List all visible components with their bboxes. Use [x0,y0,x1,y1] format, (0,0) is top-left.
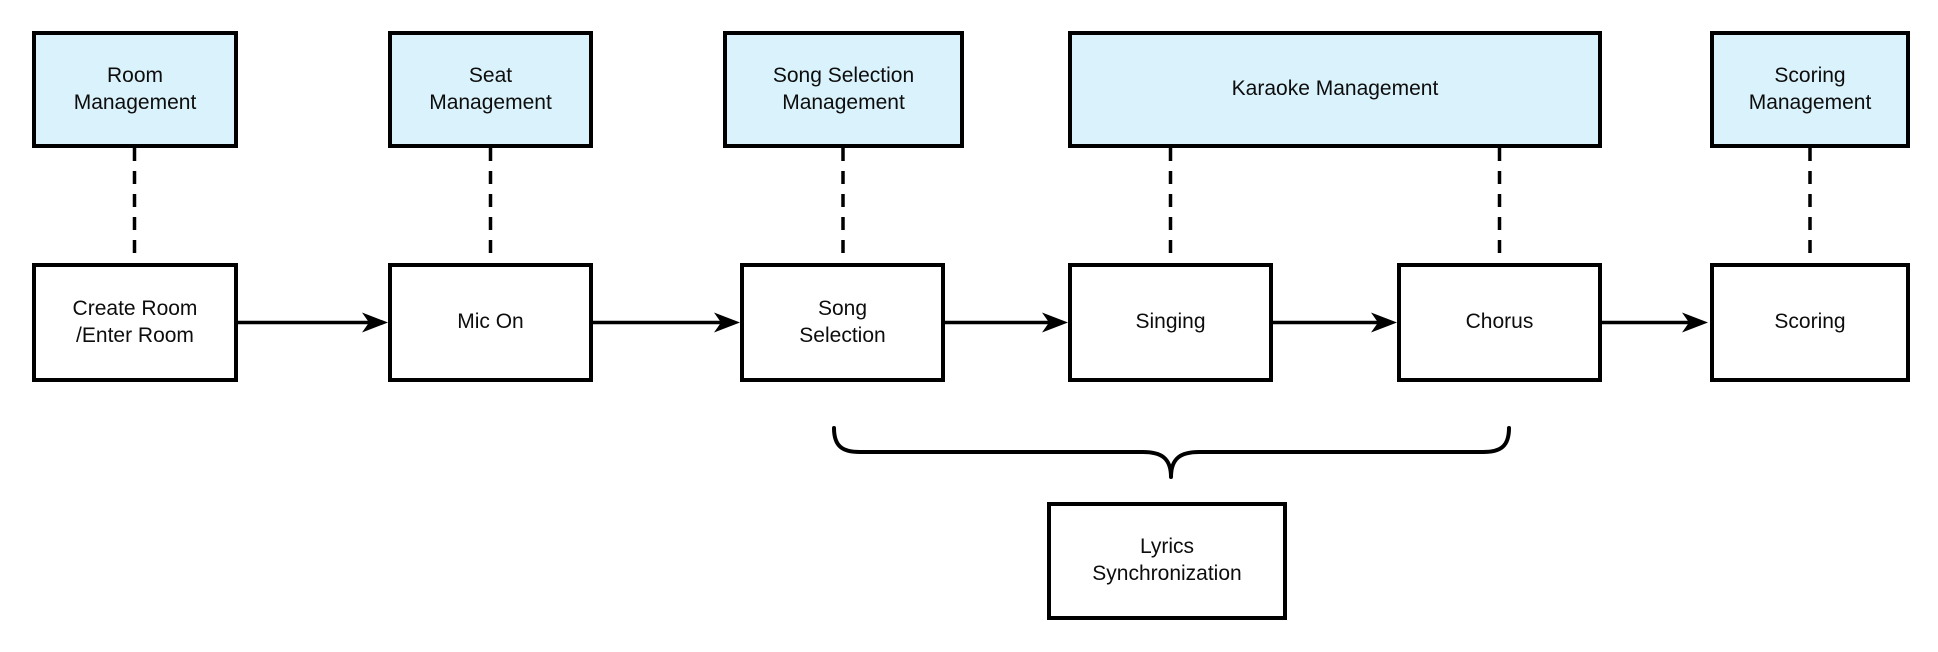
module-song-selection-management-label: Song Selection Management [772,63,915,114]
step-singing: Singing [1068,263,1273,382]
module-scoring-management: Scoring Management [1710,31,1910,148]
module-song-selection-management: Song Selection Management [723,31,964,148]
module-room-management: Room Management [32,31,238,148]
step-singing-label: Singing [1135,310,1206,334]
module-karaoke-management: Karaoke Management [1068,31,1602,148]
step-song-selection-label: Song Selection [799,296,886,347]
module-karaoke-management-label: Karaoke Management [1231,77,1439,101]
module-scoring-management-label: Scoring Management [1748,63,1872,114]
arrow-create-room-to-mic-on [237,312,388,333]
step-mic-on: Mic On [388,263,593,382]
arrow-chorus-to-scoring [1602,312,1708,333]
step-mic-on-label: Mic On [457,310,524,334]
arrow-singing-to-chorus [1273,312,1397,333]
module-seat-management: Seat Management [388,31,593,148]
step-song-selection: Song Selection [740,263,945,382]
step-chorus-label: Chorus [1465,310,1534,334]
module-room-management-label: Room Management [73,63,197,114]
step-scoring: Scoring [1710,263,1910,382]
brace-lyrics-group [832,426,1511,479]
step-chorus: Chorus [1397,263,1602,382]
step-create-room: Create Room /Enter Room [32,263,238,382]
arrow-mic-on-to-song-selection [593,312,740,333]
annotation-lyrics-synchronization: Lyrics Synchronization [1047,502,1287,620]
annotation-lyrics-synchronization-label: Lyrics Synchronization [1092,535,1242,585]
step-scoring-label: Scoring [1774,310,1846,334]
arrow-song-selection-to-singing [945,312,1068,333]
module-seat-management-label: Seat Management [429,63,552,114]
step-create-room-label: Create Room /Enter Room [72,296,198,347]
